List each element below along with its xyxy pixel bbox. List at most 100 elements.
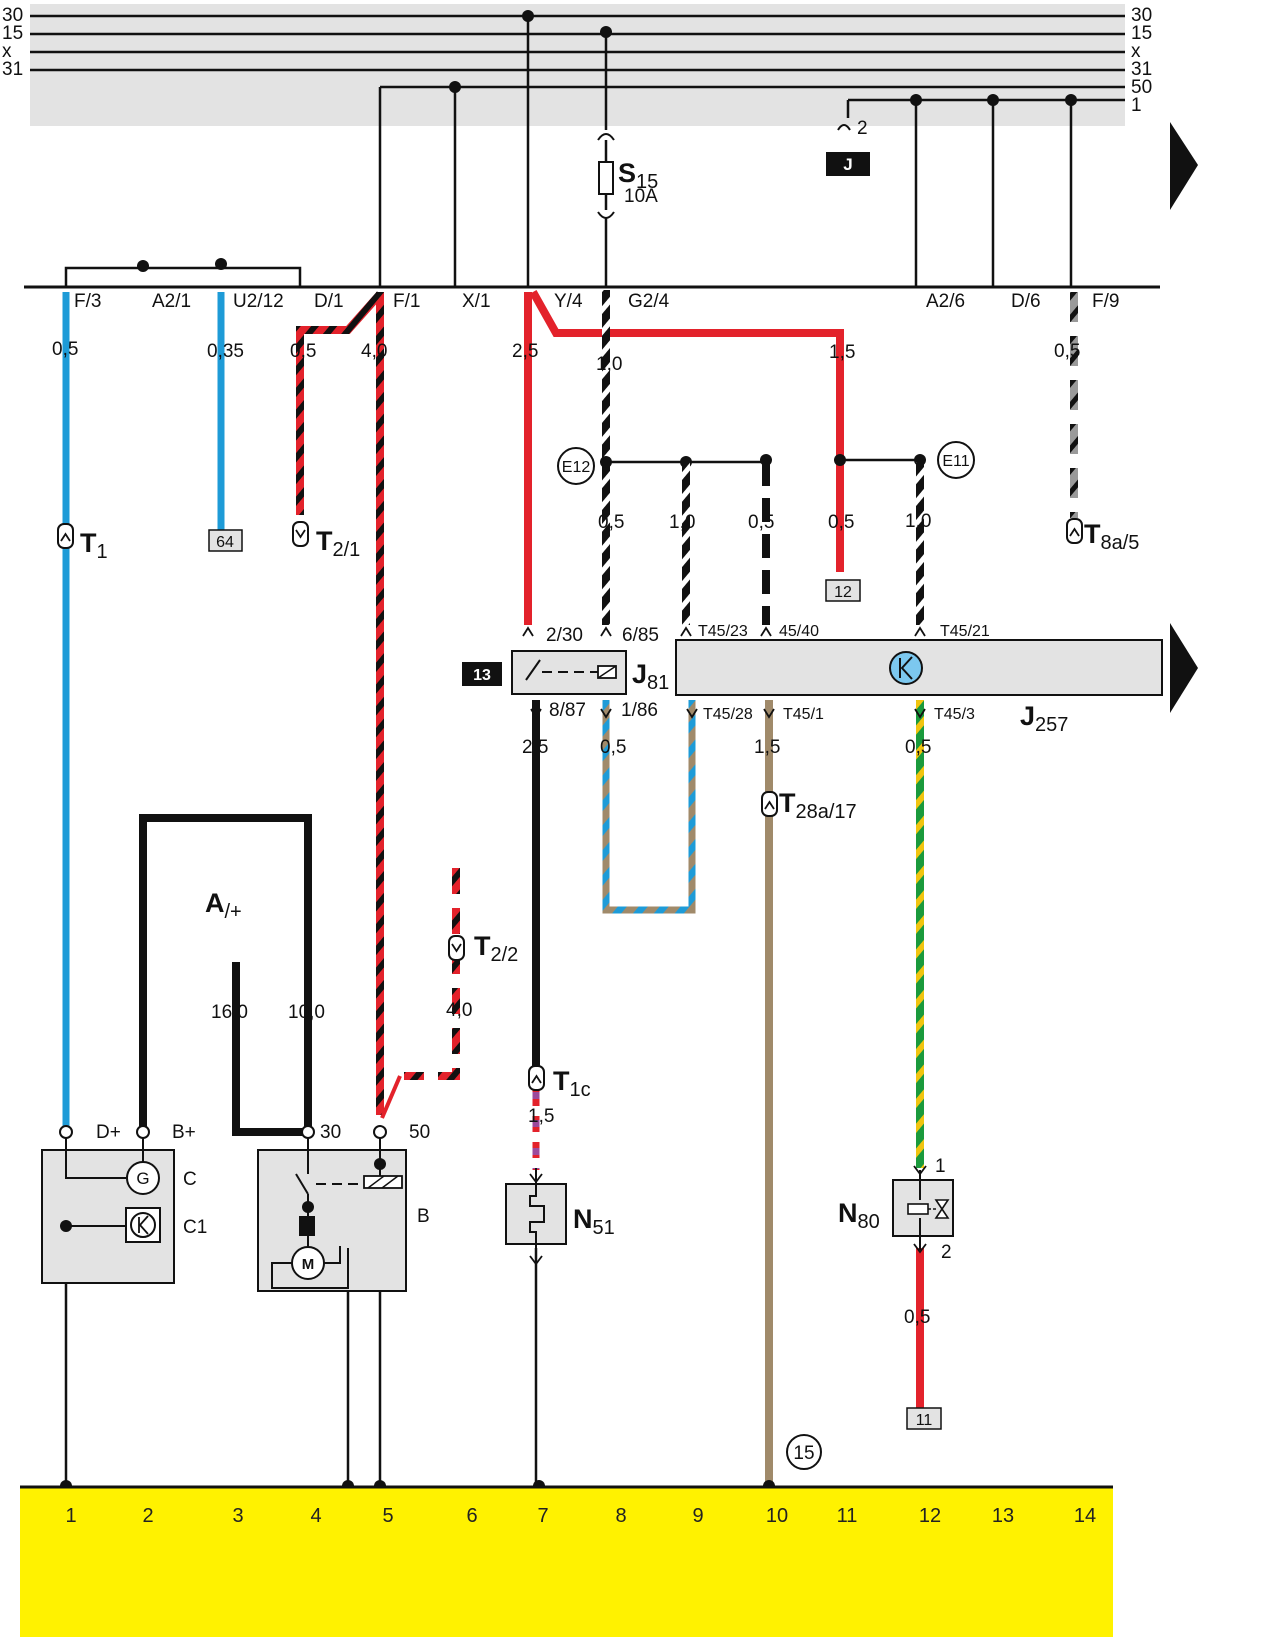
contact-g24: G2/4	[628, 291, 670, 312]
column-number: 9	[692, 1505, 703, 1527]
j257-pin-t4521: T45/21	[940, 623, 990, 640]
size-w9: 1,0	[669, 512, 695, 533]
wire-t22-red-black	[404, 868, 460, 1080]
rail-dots	[449, 10, 1077, 106]
alternator-c1-label: C1	[183, 1217, 207, 1238]
alternator-c-label: C	[183, 1169, 197, 1190]
j257-pin-t4523: T45/23	[698, 623, 748, 640]
column-number: 5	[382, 1505, 393, 1527]
column-number: 7	[537, 1505, 548, 1527]
j257-pin-4540: 45/40	[779, 623, 819, 640]
svg-text:15: 15	[793, 1443, 814, 1464]
rail-label-right-50: 50	[1131, 77, 1152, 98]
svg-text:S15: S15	[618, 158, 658, 193]
size-a16: 16,0	[211, 1002, 248, 1023]
contact-x1: X/1	[462, 291, 491, 312]
size-w11a: 1,5	[829, 342, 855, 363]
j81-pin-887: 8/87	[549, 700, 586, 721]
rail-label-right-1: 1	[1131, 95, 1142, 116]
size-w7c: 1,5	[528, 1106, 554, 1127]
size-w8c: 0,5	[600, 737, 626, 758]
connector-t21: T2/1	[292, 521, 360, 561]
svg-text:N51: N51	[573, 1204, 615, 1239]
wire-186-brown-blue	[602, 700, 696, 914]
fuse-s15: S15 10A	[597, 32, 658, 287]
column-number: 6	[466, 1505, 477, 1527]
contact-a21: A2/1	[152, 291, 191, 312]
starter-b: M 30 50 B	[257, 1122, 430, 1292]
svg-text:M: M	[302, 1256, 315, 1273]
size-w1: 0,5	[52, 339, 78, 360]
relay-j: 2 J	[826, 100, 870, 176]
column-number: 2	[142, 1505, 153, 1527]
column-number: 10	[766, 1505, 788, 1527]
svg-text:G: G	[136, 1169, 149, 1188]
size-w12b: 0,5	[905, 737, 931, 758]
j81-name: J	[632, 659, 647, 689]
size-w4a: 0,5	[290, 341, 316, 362]
rail-label-left-15: 15	[2, 23, 23, 44]
contact-f3: F/3	[74, 291, 101, 312]
fuse-rating: 10A	[624, 186, 658, 207]
pin-arrows	[522, 626, 926, 719]
svg-text:N80: N80	[838, 1198, 880, 1233]
rail-taps	[378, 16, 1073, 287]
relay-j-pin: 2	[857, 118, 868, 139]
fuse-sub: 15	[636, 171, 658, 193]
svg-text:T8a/5: T8a/5	[1084, 519, 1139, 554]
continuation-arrow-top	[1170, 122, 1198, 210]
column-number: 11	[837, 1505, 858, 1527]
j81-pin-230: 2/30	[546, 625, 583, 646]
column-number: 4	[310, 1505, 321, 1527]
column-number: 1	[65, 1505, 76, 1527]
j257-pin-t453: T45/3	[934, 706, 975, 723]
ground-bar	[20, 1486, 1113, 1637]
j81-pin-186: 1/86	[621, 700, 658, 721]
splice-15: 15	[786, 1434, 822, 1470]
size-w10a: 0,5	[748, 512, 774, 533]
battery-label: A/+	[205, 888, 242, 923]
j81-pin-685: 6/85	[622, 625, 659, 646]
svg-text:T1c: T1c	[553, 1066, 591, 1101]
wire-battery-bplus	[139, 814, 312, 1128]
rail-label-right-31: 31	[1131, 59, 1152, 80]
svg-text:11: 11	[916, 1412, 933, 1429]
contact-y4: Y/4	[554, 291, 583, 312]
refbox-11: 11	[906, 1407, 942, 1430]
column-number: 13	[992, 1505, 1014, 1527]
svg-text:J81: J81	[632, 659, 669, 694]
contact-a26: A2/6	[926, 291, 965, 312]
column-number: 3	[232, 1505, 243, 1527]
size-w7b: 2,5	[522, 737, 548, 758]
terminal-30: 30	[320, 1122, 341, 1143]
j257-pin-t4528: T45/28	[703, 706, 753, 723]
heater-n51: N51	[505, 1168, 615, 1266]
contact-f9: F/9	[1092, 291, 1119, 312]
rail-label-left-x: x	[2, 41, 12, 62]
connector-t8a5: T8a/5	[1066, 518, 1139, 554]
size-w11b: 0,5	[828, 512, 854, 533]
svg-text:T2/1: T2/1	[316, 526, 360, 561]
size-w10b: 1,5	[754, 737, 780, 758]
svg-text:12: 12	[834, 584, 852, 601]
splice-e12: E12	[557, 447, 595, 485]
valve-n80: N80 1 2	[838, 1156, 954, 1263]
connector-t1c: T1c	[528, 1065, 591, 1101]
relay-j-label: J	[843, 155, 852, 174]
splice-e11: E11	[937, 441, 975, 479]
size-w8b: 0,5	[598, 512, 624, 533]
svg-text:J257: J257	[1020, 701, 1068, 736]
wire-battery-30	[232, 962, 308, 1136]
connector-t1: T1	[57, 523, 108, 563]
contact-u212: U2/12	[233, 291, 284, 312]
supply-rails	[30, 14, 1125, 102]
n80-pin-1: 1	[935, 1156, 946, 1177]
contact-d1: D/1	[314, 291, 344, 312]
j257-pin-t451: T45/1	[783, 706, 824, 723]
fuse-name: S	[618, 158, 636, 188]
refbox-13: 13	[462, 662, 502, 686]
size-w4b: 4,0	[361, 341, 387, 362]
connector-t22: T2/2	[448, 931, 518, 966]
